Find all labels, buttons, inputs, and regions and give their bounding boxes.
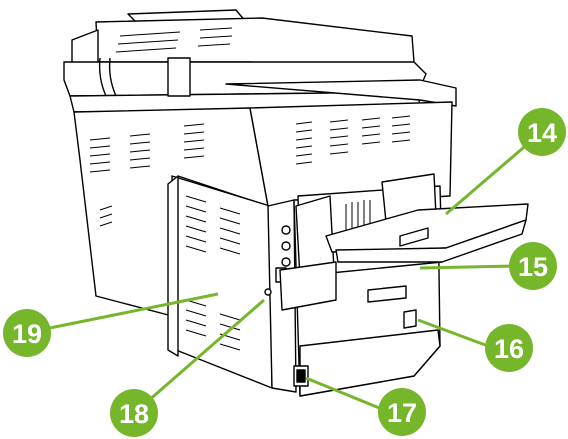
- callout-18: 18: [110, 389, 158, 437]
- leader-line-15: [419, 264, 515, 270]
- leader-line-17: [305, 376, 385, 412]
- leader-line-18: [139, 298, 265, 410]
- svg-text:17: 17: [387, 398, 417, 428]
- callout-17: 17: [378, 388, 426, 436]
- svg-text:15: 15: [518, 252, 548, 282]
- leader-lines: [29, 140, 531, 412]
- callout-19: 19: [3, 309, 51, 357]
- callout-14: 14: [518, 108, 566, 156]
- power-switch: [293, 365, 309, 387]
- callout-16: 16: [485, 324, 533, 372]
- leader-line-19: [29, 292, 219, 334]
- right-door: [167, 175, 273, 389]
- svg-text:16: 16: [494, 334, 524, 364]
- leader-line-14: [445, 140, 531, 216]
- svg-text:14: 14: [527, 118, 557, 148]
- output-bin: [325, 173, 529, 263]
- leader-line-16: [417, 318, 489, 348]
- callout-15: 15: [509, 242, 557, 290]
- document-feeder: [71, 9, 415, 71]
- svg-text:18: 18: [119, 399, 149, 429]
- svg-text:19: 19: [12, 319, 42, 349]
